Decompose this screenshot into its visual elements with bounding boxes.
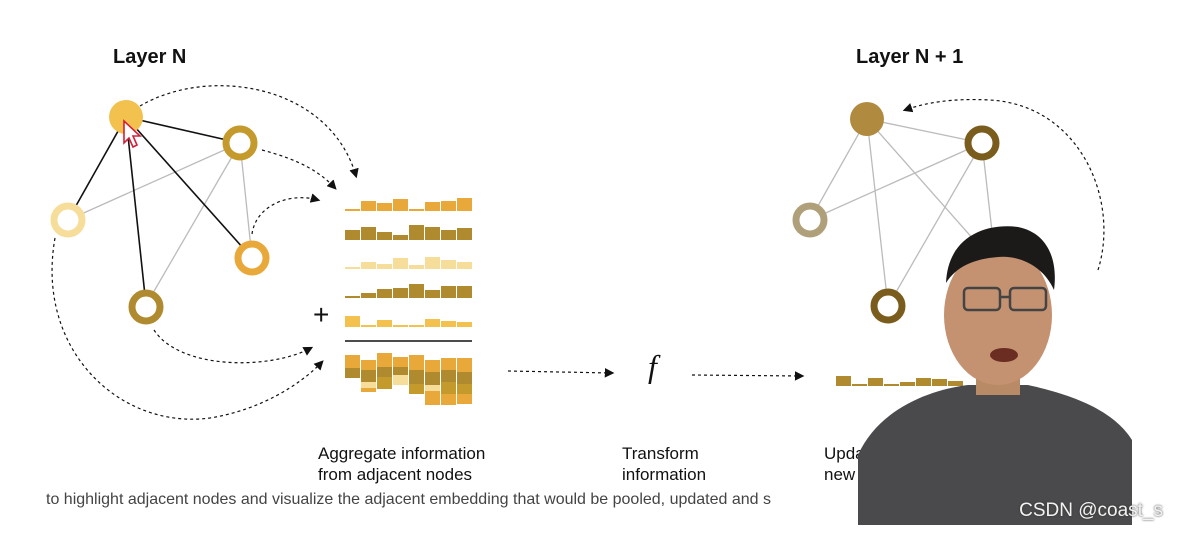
presenter-video-overlay	[858, 226, 1132, 525]
dashed-arrow	[902, 99, 1105, 271]
edge	[239, 142, 253, 259]
target-node	[850, 102, 884, 136]
presenter-hair	[946, 226, 1055, 290]
dashed-arrow	[153, 329, 314, 364]
presenter-glasses-right	[1008, 286, 1048, 312]
edge	[67, 142, 241, 221]
embedding-row	[345, 316, 472, 327]
edge	[125, 116, 241, 144]
edge	[866, 118, 991, 259]
transform-caption-line1: Transform	[622, 444, 699, 463]
mouse-pointer-icon	[123, 119, 143, 149]
neighbor-node	[234, 240, 270, 276]
dashed-arrow	[139, 85, 359, 179]
left-graph	[50, 85, 359, 420]
aggregate-caption-line1: Aggregate information	[318, 444, 486, 463]
edge	[866, 118, 889, 307]
presenter-mouth	[990, 348, 1018, 362]
presenter-shirt	[858, 385, 1132, 525]
embedding-row	[345, 198, 472, 211]
embedding-row	[345, 225, 472, 240]
neighbor-node	[222, 125, 258, 161]
presenter-glasses-left	[962, 286, 1002, 312]
edge	[809, 118, 868, 221]
edge	[125, 116, 253, 259]
embedding-stack	[345, 198, 472, 405]
transform-caption: Transform information	[622, 443, 706, 485]
neighbor-node	[964, 125, 1000, 161]
transform-function-symbol: f	[648, 348, 657, 384]
layer-n-title: Layer N	[113, 46, 187, 68]
neighbor-node	[870, 288, 906, 324]
edge	[887, 142, 983, 307]
edge	[866, 118, 983, 144]
target-node	[109, 100, 143, 134]
dashed-arrow	[507, 368, 615, 378]
dashed-arrow	[691, 371, 805, 381]
dashed-arrow	[251, 193, 321, 235]
edge	[809, 142, 983, 221]
updated-embedding	[836, 376, 963, 386]
neighbor-node	[128, 289, 164, 325]
aggregate-caption: Aggregate information from adjacent node…	[318, 443, 485, 485]
aggregate-caption-line2: from adjacent nodes	[318, 465, 473, 484]
layer-n-plus-1-title: Layer N + 1	[856, 46, 964, 68]
dashed-arrow	[51, 237, 324, 420]
right-graph	[792, 99, 1105, 324]
embedding-row	[345, 257, 472, 269]
presenter-face	[944, 245, 1052, 385]
edge	[67, 116, 127, 221]
aggregated-embedding	[345, 353, 472, 405]
dashed-arrow	[261, 149, 337, 190]
video-subtitle: to highlight adjacent nodes and visualiz…	[46, 491, 771, 508]
edge	[145, 142, 241, 306]
neighbor-node	[792, 202, 828, 238]
edge	[125, 116, 147, 306]
plus-operator: +	[313, 299, 330, 330]
csdn-watermark: CSDN @coast_s	[1019, 500, 1163, 521]
transform-caption-line2: information	[622, 465, 707, 484]
update-caption-line2: new i	[824, 465, 864, 484]
neighbor-node	[50, 202, 86, 238]
embedding-row	[345, 284, 472, 298]
